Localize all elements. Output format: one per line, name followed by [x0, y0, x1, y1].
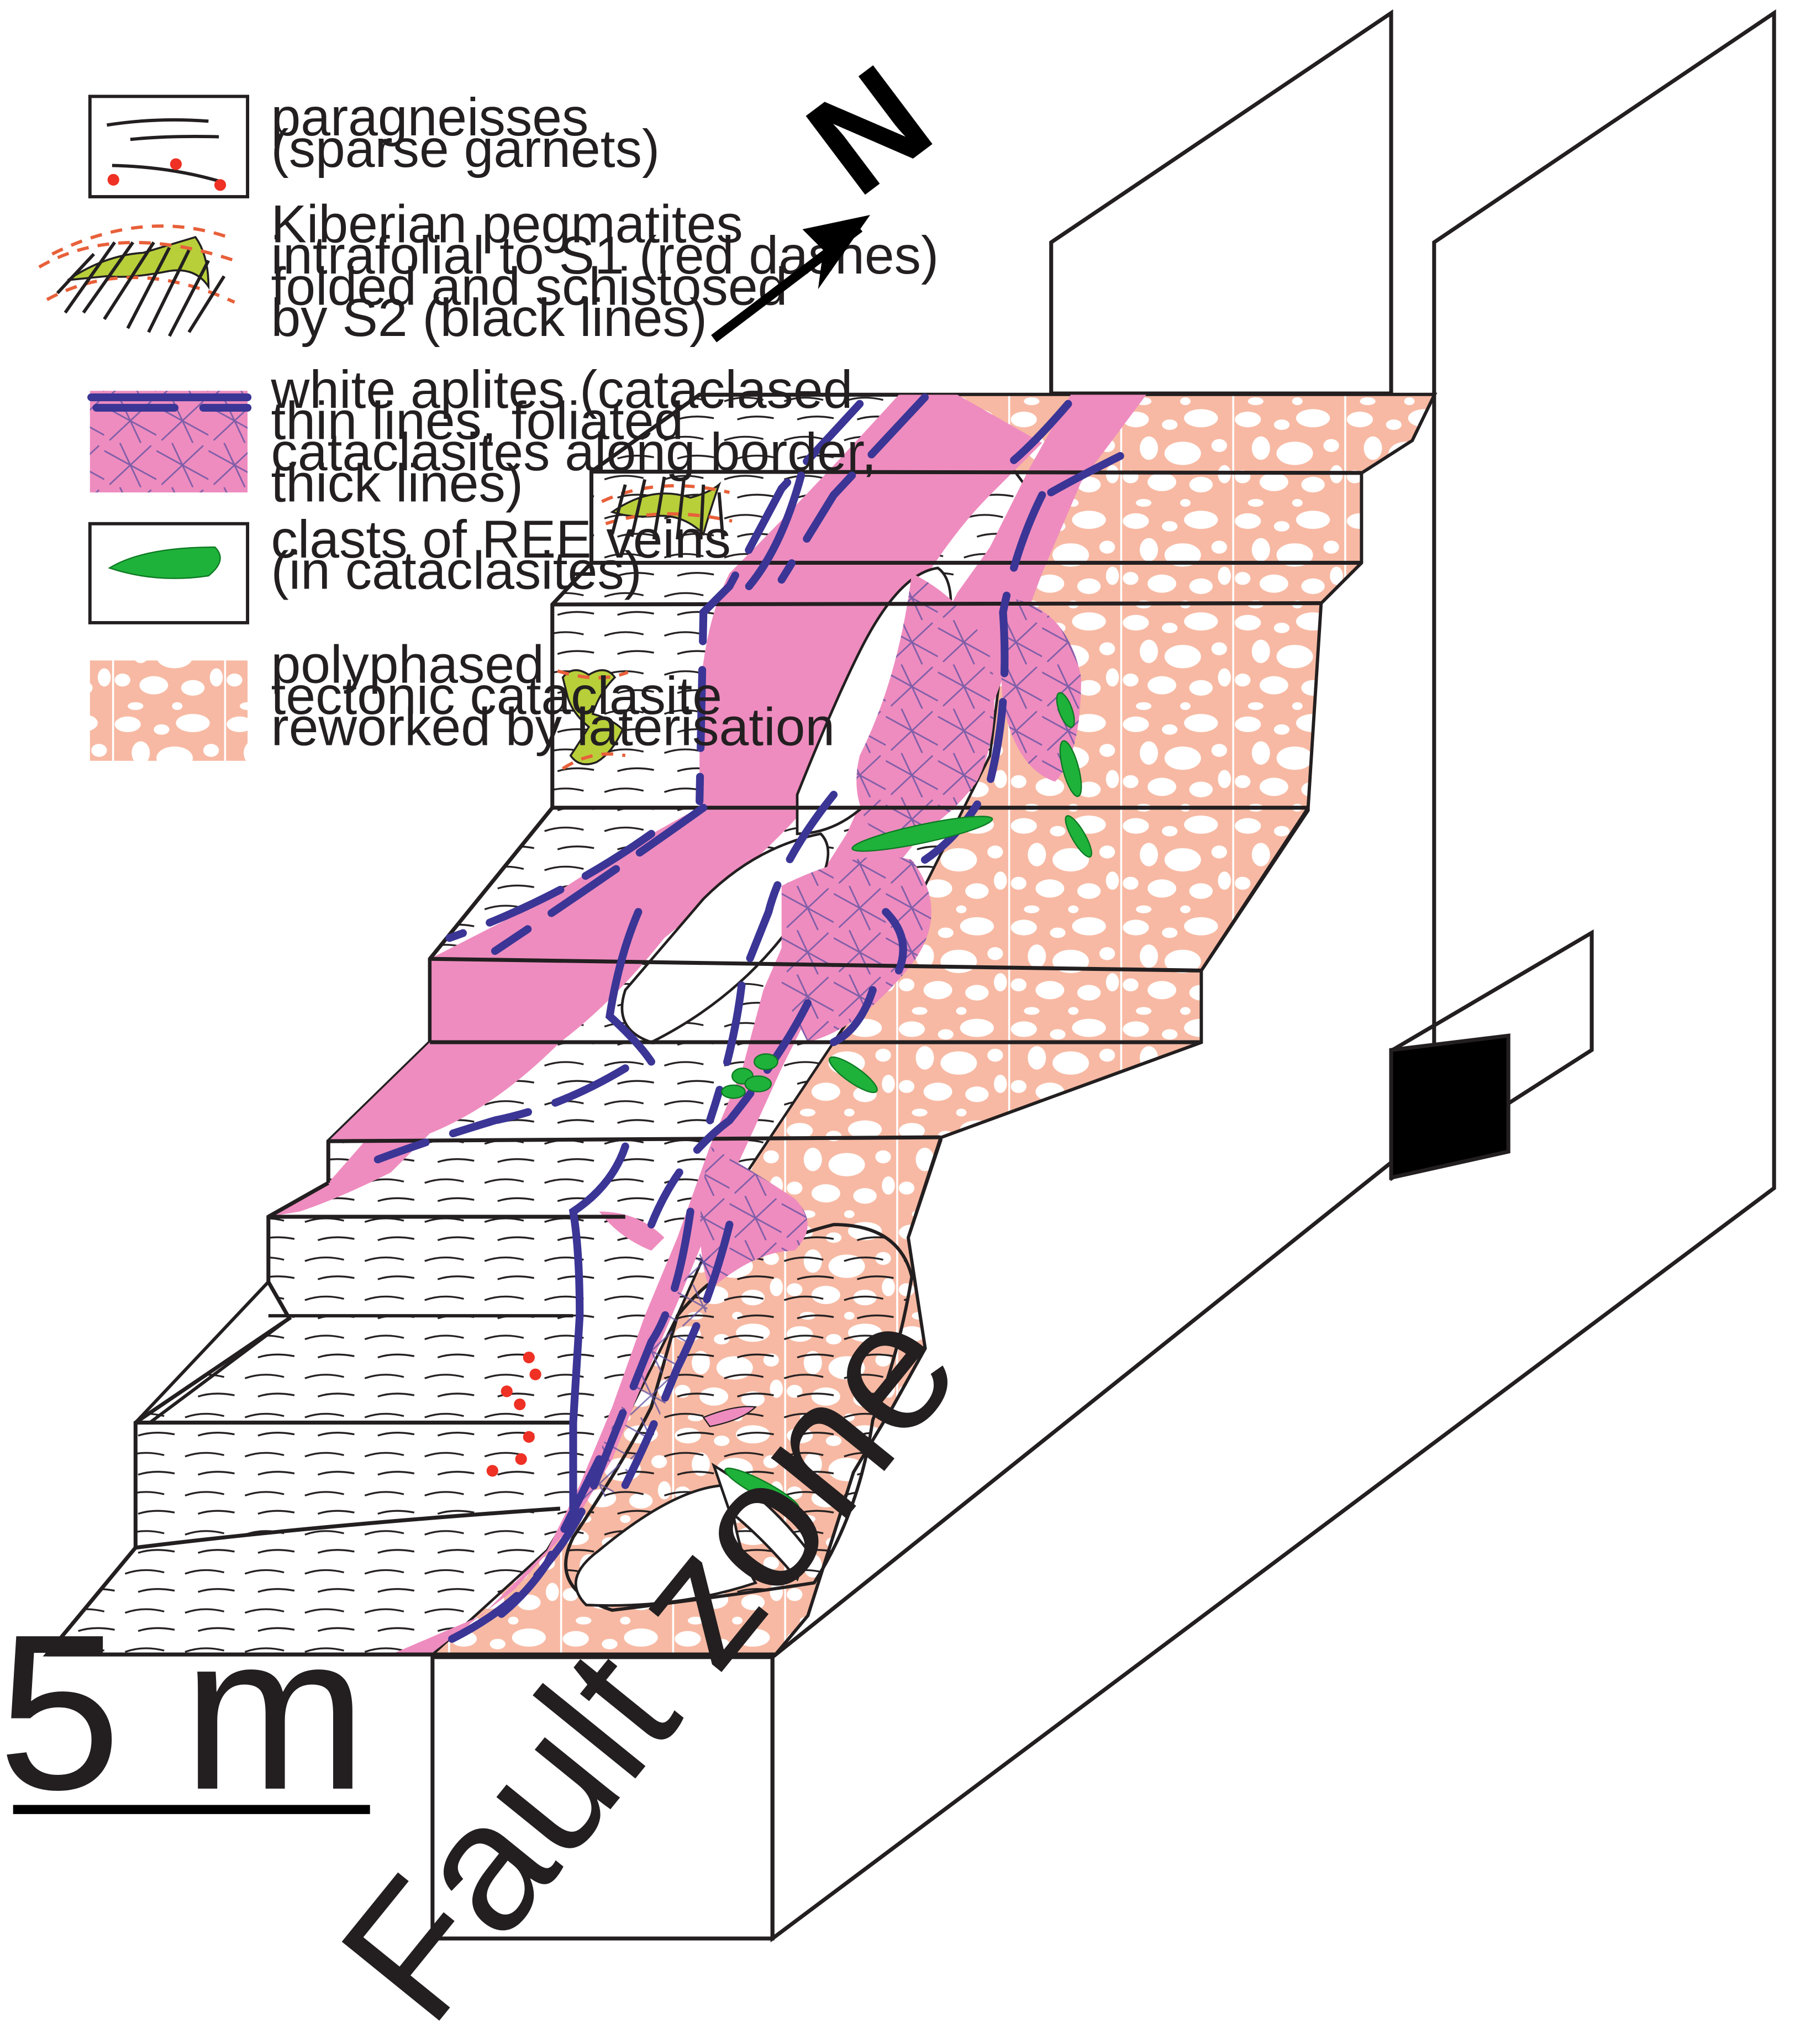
- legend-label-aplite: white aplites (cataclased thin lines, fo…: [271, 360, 892, 513]
- scale-bar-label: 5 m: [0, 1588, 367, 1836]
- ree-clasts: [721, 692, 1092, 1511]
- gallery-opening: [1389, 1033, 1510, 1180]
- legend-swatch-ree: [88, 522, 250, 624]
- gneiss-enclave-lens: [574, 1484, 758, 1607]
- legend-label-paragneiss: paragneisses (sparse garnets): [271, 88, 660, 178]
- aplite-sheet-left: [430, 395, 1043, 1043]
- legend-swatch-aplite: [87, 391, 252, 493]
- legend-label-pegmatite: Kiberian pegmatites intrafolial to S1 (r…: [271, 195, 954, 348]
- north-label: N: [780, 34, 959, 224]
- legend-swatch-paragneiss: [88, 94, 250, 198]
- legend-label-ree: clasts of REE veins (in cataclasites): [271, 510, 746, 601]
- garnets: [486, 1351, 541, 1477]
- stepped-outcrop: [43, 392, 1438, 1657]
- pegmatite-folded-outcrop-2: [557, 669, 629, 770]
- fault-plane-wall-upper: [1049, 9, 1393, 396]
- legend-swatch-pegmatite: [38, 224, 235, 337]
- legend-label-cataclasite: polyphased tectonic cataclasite reworked…: [271, 635, 835, 756]
- pegmatite-folded-outcrop-1: [601, 476, 733, 540]
- fault-plane-wall-front: [430, 1655, 775, 1941]
- legend-swatch-cataclasite: [90, 660, 248, 761]
- north-arrow-head-icon: [802, 214, 870, 290]
- scale-bar: 5 m: [0, 1588, 370, 1836]
